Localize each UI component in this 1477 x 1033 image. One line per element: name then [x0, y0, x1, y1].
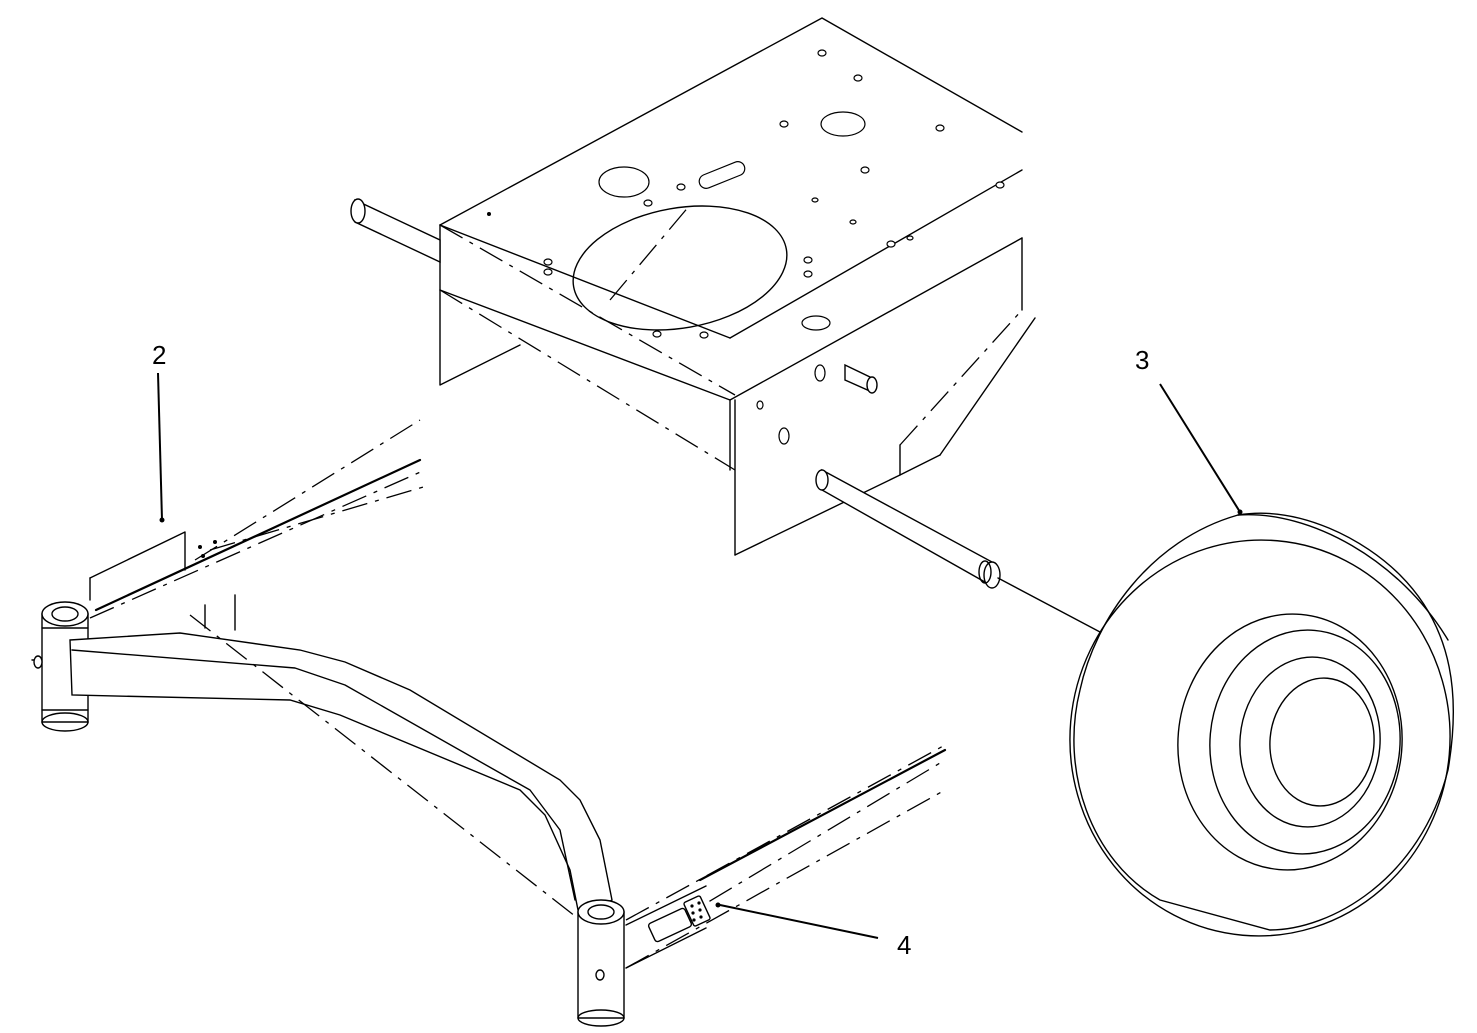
frame-pin-left: [350, 198, 441, 264]
plate-hole-dots: [690, 901, 703, 922]
frame-pin-right: [844, 363, 878, 394]
callout-3: 3: [1135, 345, 1149, 375]
callout-2-group: 2: [152, 340, 166, 523]
axle-shaft: [815, 468, 1001, 589]
callout-4-group: 4: [715, 902, 911, 960]
tire: [1069, 512, 1455, 937]
chassis-frame: [350, 17, 1101, 633]
callout-3-group: 3: [1135, 345, 1243, 515]
plate-small-holes: [487, 49, 1005, 339]
callout-4: 4: [897, 930, 911, 960]
callout-2: 2: [152, 340, 166, 370]
front-axle-assembly: [31, 419, 947, 1027]
